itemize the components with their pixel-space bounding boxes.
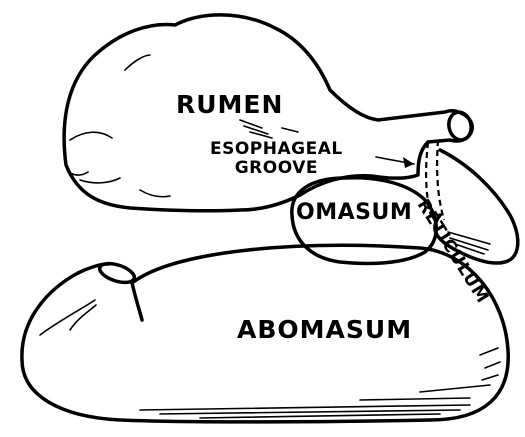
esophageal-groove-label-line1: ESOPHAGEAL [210,140,343,159]
rumen-hatching [240,120,298,138]
abomasum-right-hatching [480,348,500,380]
rumen-top-fold [125,55,150,70]
rumen-label: RUMEN [176,92,283,117]
esophageal-groove-label: ESOPHAGEAL GROOVE [210,140,343,178]
abomasum-label: ABOMASUM [237,317,412,342]
esophagus-opening [446,110,473,142]
abomasum-fold-2 [70,305,96,330]
pylorus-lower-edge [132,283,142,320]
abomasum-fold [40,300,95,335]
groove-arrow-head [403,157,414,168]
esophageal-groove-label-line2: GROOVE [210,159,343,178]
abomasum-hatching [140,385,490,418]
omasum-label: OMASUM [296,202,412,224]
rumen-folds [68,132,170,197]
